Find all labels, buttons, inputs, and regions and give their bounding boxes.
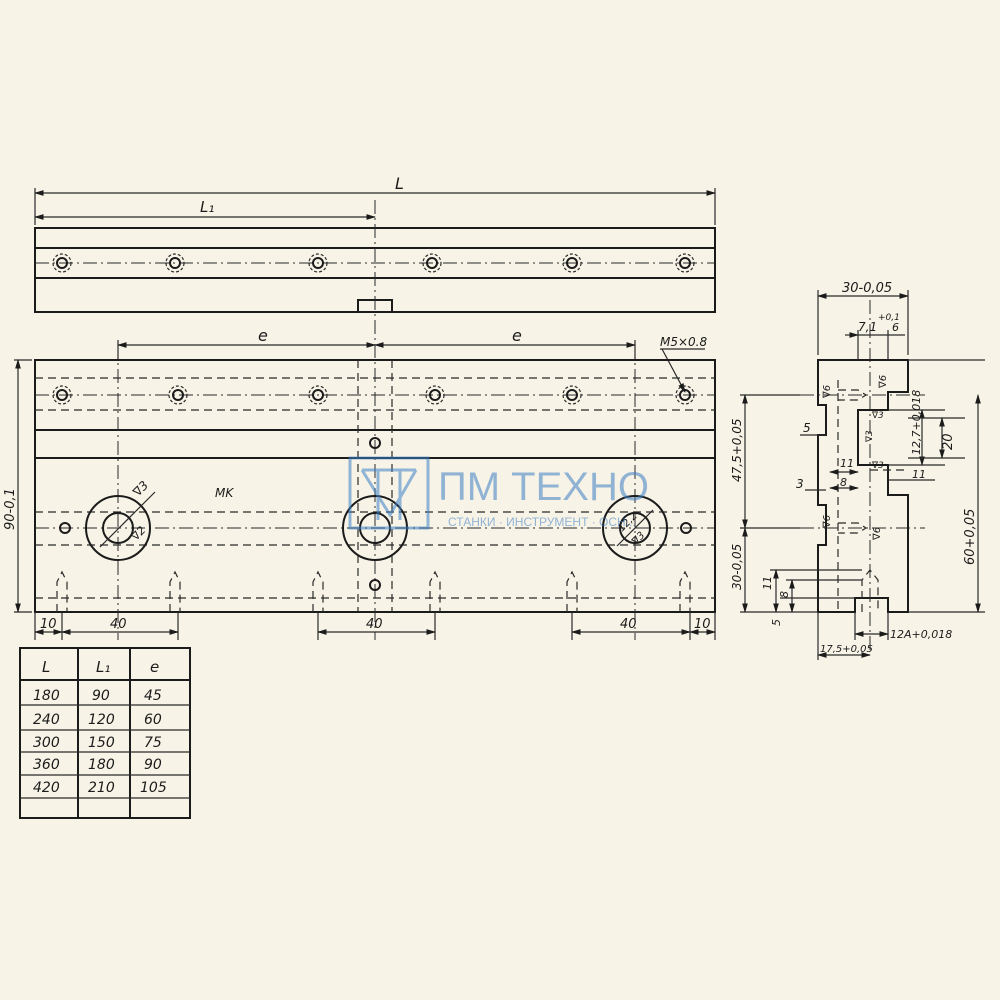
dim-e-right-label: e — [512, 326, 522, 345]
roughness-3b: ∇3 — [865, 430, 875, 443]
table-cell: 75 — [144, 735, 162, 751]
side-view: 30-0,05 7,1 +0,1 6 5 11 8 3 47,5+0,05 30… — [730, 281, 985, 660]
dim-bottom-40-left: 40 — [110, 617, 127, 632]
table-cell: 150 — [88, 735, 115, 751]
roughness-6a: ∇6 — [822, 385, 833, 399]
top-view-holes — [52, 253, 695, 273]
side-d5b: 5 — [770, 619, 783, 626]
table-cell: 240 — [33, 712, 60, 728]
dimension-table: L L₁ e 180 90 45 240 120 60 300 150 75 3… — [19, 647, 191, 819]
side-d12slot: 12,7+0,018 — [910, 390, 923, 455]
roughness-right: ∇3 — [630, 530, 648, 548]
side-d6-top: 6 — [892, 321, 899, 334]
side-d5: 5 — [803, 421, 811, 435]
dim-bottom-10-left: 10 — [40, 617, 57, 632]
table-cell: 180 — [33, 688, 60, 704]
table-cell: 360 — [33, 757, 60, 773]
side-d11c: 11 — [912, 468, 926, 481]
table-header-e: e — [150, 658, 159, 676]
tapped-holes-bottom — [56, 570, 691, 612]
dim-bottom-40-center: 40 — [366, 617, 383, 632]
side-d20: 20 — [941, 433, 956, 450]
side-d12a: 12A+0,018 — [890, 628, 952, 641]
roughness-3a: ∇3 — [871, 411, 884, 421]
brand-tagline: СТАНКИ · ИНСТРУМЕНТ · ОСН... — [448, 515, 636, 529]
roughness-6b: ∇6 — [878, 375, 889, 389]
side-d30: 30-0,05 — [730, 544, 744, 590]
table-cell: 90 — [92, 688, 110, 704]
table-cell: 60 — [144, 712, 162, 728]
table-header-L1: L₁ — [96, 658, 110, 676]
side-d47: 47,5+0,05 — [730, 419, 744, 483]
table-cell: 90 — [144, 757, 162, 773]
height-tol: 90-0,1 — [3, 488, 18, 530]
thread-callout: M5×0.8 — [660, 335, 707, 349]
side-width: 30-0,05 — [842, 281, 892, 296]
table-cell: 210 — [88, 780, 115, 796]
roughness-boss: ∇3 — [130, 478, 152, 500]
side-d11b: 11 — [761, 576, 774, 590]
table-cell: 300 — [33, 735, 60, 751]
dim-bottom-40-right: 40 — [620, 617, 637, 632]
roughness-hole: ∇2 — [128, 524, 148, 544]
side-d8a: 8 — [840, 476, 847, 489]
brand-name: ПМ ТЕХНО — [438, 465, 649, 509]
side-d3: 3 — [796, 477, 804, 491]
side-d175: 17,5+0,05 — [820, 644, 873, 655]
table-cell: 120 — [88, 712, 115, 728]
roughness-6c: ∇6 — [822, 515, 833, 529]
top-view: L L₁ — [34, 174, 716, 320]
roughness-3c: ∇3 — [871, 461, 884, 471]
bottom-dimensions — [34, 612, 716, 640]
dim-L1-label: L₁ — [200, 198, 214, 216]
table-cell: 420 — [33, 780, 60, 796]
dim-bottom-10-right: 10 — [694, 617, 711, 632]
dim-e-left-label: e — [258, 326, 268, 345]
front-top-holes — [52, 385, 695, 591]
table-cell: 45 — [144, 688, 162, 704]
side-d8b: 8 — [778, 591, 791, 598]
table-header-L: L — [42, 658, 50, 676]
brand-logo-icon — [348, 456, 430, 530]
side-d71-tol: +0,1 — [878, 313, 900, 323]
roughness-6d: ∇6 — [872, 527, 883, 541]
side-d11a: 11 — [840, 457, 854, 470]
side-d60: 60+0,05 — [963, 509, 978, 565]
table-cell: 105 — [140, 780, 167, 796]
side-d71: 7,1 — [858, 320, 877, 334]
watermark: ПМ ТЕХНО СТАНКИ · ИНСТРУМЕНТ · ОСН... — [348, 456, 649, 530]
table-cell: 180 — [88, 757, 115, 773]
mk-mark: MK — [215, 486, 234, 500]
dim-L-label: L — [395, 174, 404, 193]
